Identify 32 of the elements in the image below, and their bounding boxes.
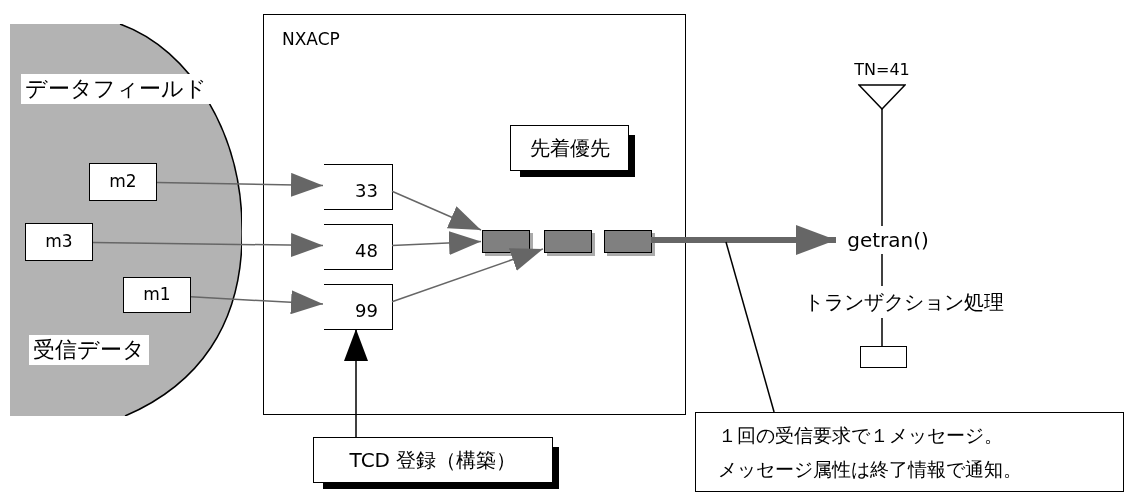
message-box: m1 [123, 277, 191, 313]
queue-slot [544, 230, 592, 253]
arrow [344, 328, 368, 438]
note-box [695, 412, 1124, 492]
arrow [391, 248, 544, 303]
note-text: メッセージ属性は終了情報で通知。 [718, 457, 1022, 482]
queue-box: 99 [324, 284, 393, 330]
message-box: m2 [89, 163, 157, 201]
connector-line [881, 317, 883, 347]
text-label: トランザクション処理 [766, 286, 1042, 318]
queue-box: 33 [324, 164, 393, 210]
area-label: 受信データ [29, 335, 149, 365]
arrow [651, 225, 836, 255]
message-box: m3 [25, 223, 93, 261]
system-label: NXACP [282, 28, 340, 51]
small-box [860, 346, 907, 368]
note-text: １回の受信要求で１メッセージ。 [718, 423, 1003, 448]
area-label: データフィールド [21, 74, 211, 104]
queue-slot [482, 230, 530, 253]
arrow [92, 233, 324, 258]
connector-line [881, 108, 883, 227]
leader-line [725, 241, 775, 413]
queue-slot [604, 230, 652, 253]
arrow [156, 172, 324, 197]
arrow [391, 230, 482, 255]
system-box [263, 14, 686, 415]
arrow [190, 290, 324, 315]
queue-box: 48 [324, 224, 393, 270]
text-label: getran() [836, 226, 940, 254]
arrow [391, 190, 482, 231]
terminal-label: TN=41 [854, 59, 910, 81]
connector-line [881, 253, 883, 287]
